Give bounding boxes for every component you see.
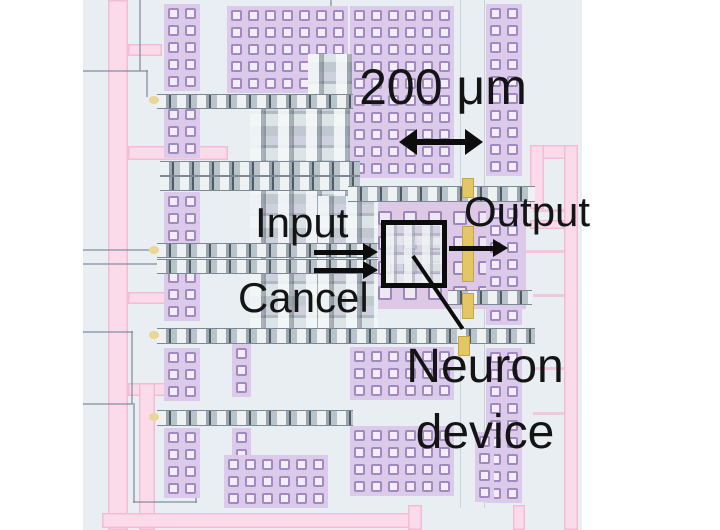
metal-trace [533, 294, 564, 297]
via-pad [462, 226, 474, 282]
neuron-device-label: Neuron device [380, 334, 590, 466]
arrowhead-right-icon [363, 261, 378, 279]
neuron-device-box [381, 220, 447, 288]
pad-array [350, 426, 454, 496]
metal-trace [564, 145, 578, 530]
circuit-row [448, 290, 532, 305]
metal-trace [102, 513, 414, 528]
via-pad [462, 178, 474, 198]
row-contact-dot [149, 331, 159, 339]
neuron-device-label-line1: Neuron [406, 340, 564, 393]
cancel-label: Cancel [238, 274, 369, 321]
signal-wire [83, 70, 148, 72]
circuit-row [157, 410, 353, 426]
signal-wire [83, 249, 159, 251]
analog-circuit-block [308, 54, 352, 96]
pad-array [164, 105, 200, 158]
row-contact-dot [149, 246, 159, 254]
signal-wire [139, 0, 141, 71]
pad-array [486, 4, 522, 176]
pad-array [350, 347, 454, 400]
arrow-shaft [314, 250, 366, 255]
metal-trace [408, 505, 422, 530]
via-pad [462, 293, 474, 319]
arrowhead-right-icon [363, 243, 378, 261]
circuit-row [348, 186, 535, 202]
arrow-shaft [413, 139, 469, 145]
circuit-row [157, 328, 535, 344]
metal-trace [128, 44, 162, 56]
signal-wire [133, 501, 197, 503]
pad-array [350, 6, 454, 178]
output-arrow [449, 239, 508, 257]
circuit-row [160, 161, 360, 176]
metal-trace [108, 0, 128, 530]
arrow-shaft [314, 268, 366, 273]
arrow-shaft [449, 246, 496, 251]
input-arrow [314, 243, 378, 261]
pad-array [475, 432, 494, 502]
metal-trace [513, 505, 525, 530]
metal-trace [533, 209, 564, 212]
scale-label: 200 μm [359, 59, 527, 115]
arrowhead-left-icon [399, 129, 417, 155]
scale-arrow [399, 129, 483, 155]
output-label: Output [464, 188, 591, 235]
signal-wire [83, 331, 133, 333]
pad-array [164, 192, 200, 245]
signal-wire [131, 331, 133, 404]
signal-wire [146, 70, 148, 97]
metal-trace [530, 220, 564, 229]
neuron-device-label-line2: device [415, 406, 555, 459]
row-contact-dot [149, 96, 159, 104]
via-pad [458, 336, 470, 356]
pad-array [232, 344, 251, 397]
signal-wire [83, 263, 159, 265]
row-contact-dot [149, 413, 159, 421]
signal-wire [83, 403, 133, 405]
circuit-row [160, 176, 360, 191]
chip-micrograph: 200 μm Input Cancel Output Neuron device [83, 0, 590, 530]
arrowhead-right-icon [465, 129, 483, 155]
metal-trace [533, 412, 564, 415]
metal-trace [513, 250, 564, 253]
input-label: Input [255, 199, 349, 246]
metal-trace [139, 383, 155, 530]
pad-array [164, 4, 200, 91]
cancel-arrow [314, 261, 378, 279]
pad-array [224, 455, 328, 508]
pad-array [164, 268, 200, 321]
circuit-row [157, 94, 353, 109]
arrowhead-right-icon [493, 239, 508, 257]
pad-array [164, 348, 200, 401]
pad-array [164, 428, 200, 498]
pad-array [486, 348, 522, 503]
signal-wire [133, 403, 135, 503]
metal-trace [533, 367, 564, 370]
